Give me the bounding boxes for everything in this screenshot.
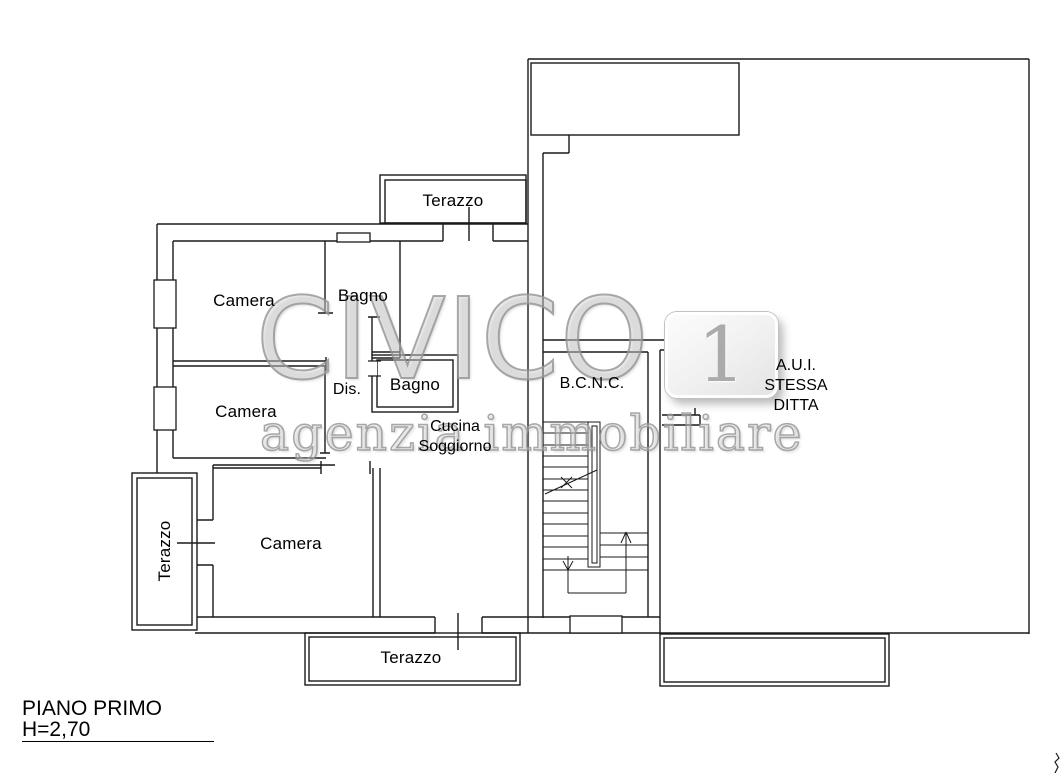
right-unit-top-shaft bbox=[530, 62, 740, 136]
terrace-bottom bbox=[304, 632, 521, 686]
plan-title-line: PIANO PRIMO bbox=[22, 697, 163, 720]
room-label-dis: Dis. bbox=[332, 381, 362, 398]
bagno2-wall-outer bbox=[371, 354, 459, 413]
window-left-2 bbox=[153, 386, 177, 431]
left-unit-interior-walls bbox=[173, 207, 470, 617]
cucina-line: Cucina bbox=[430, 418, 480, 435]
terrace-bottom-right bbox=[659, 633, 890, 687]
terrace-left bbox=[131, 472, 198, 631]
door-bagno2-gap bbox=[369, 361, 377, 376]
room-label-camera-3: Camera bbox=[260, 534, 322, 553]
terraces bbox=[131, 174, 890, 687]
room-label-terrace-top: Terazzo bbox=[422, 191, 484, 210]
plan-title-block: PIANO PRIMO H=2,70 bbox=[22, 698, 214, 742]
room-label-bagno-1: Bagno bbox=[337, 286, 389, 305]
page-edge-mark bbox=[1054, 752, 1060, 773]
terrace-top bbox=[379, 174, 527, 224]
door-bagno2-jambs bbox=[368, 360, 381, 377]
room-label-terrace-bottom: Terazzo bbox=[380, 648, 442, 667]
stair-railing bbox=[587, 421, 601, 568]
watermark-badge-number: 1 bbox=[697, 310, 746, 399]
stair-arrow-down bbox=[562, 556, 574, 571]
aui-line-1: A.U.I. bbox=[775, 357, 817, 374]
window-top bbox=[336, 232, 371, 243]
watermark-tagline-text: agenzia immobiliare bbox=[259, 405, 804, 462]
room-label-bagno-2: Bagno bbox=[389, 375, 441, 394]
watermark-number-badge: 1 bbox=[665, 312, 778, 398]
window-left-1 bbox=[153, 279, 177, 329]
aui-line-2: STESSA bbox=[764, 377, 828, 394]
room-label-camera-2: Camera bbox=[215, 402, 277, 421]
room-label-terrace-left: Terazzo bbox=[155, 520, 174, 582]
watermark-brand-text: CIVICO bbox=[255, 275, 650, 405]
stair-treads-right bbox=[600, 532, 648, 558]
stair-landing bbox=[543, 532, 648, 594]
room-label-camera-1: Camera bbox=[213, 291, 275, 310]
stair-treads-left bbox=[543, 421, 588, 560]
stair-break-cross bbox=[560, 476, 573, 489]
staircase bbox=[543, 421, 648, 594]
aui-line-3: DITTA bbox=[773, 397, 819, 414]
left-unit-outer-walls bbox=[156, 223, 528, 473]
stair-break-line bbox=[544, 469, 598, 495]
bagno2-wall-inner bbox=[376, 359, 454, 408]
windows-and-doors bbox=[153, 232, 623, 634]
room-label-bcnc: B.C.N.C. bbox=[559, 375, 625, 392]
soggiorno-line: Soggiorno bbox=[418, 438, 492, 455]
plan-height-line: H=2,70 bbox=[22, 718, 91, 741]
door-stairwell-entry bbox=[569, 615, 623, 634]
room-label-cucina-soggiorno: Cucina Soggiorno bbox=[419, 417, 492, 457]
unit-label-aui-stessa-ditta: A.U.I. STESSA DITTA bbox=[764, 356, 827, 416]
stair-arrow-up bbox=[620, 531, 632, 544]
